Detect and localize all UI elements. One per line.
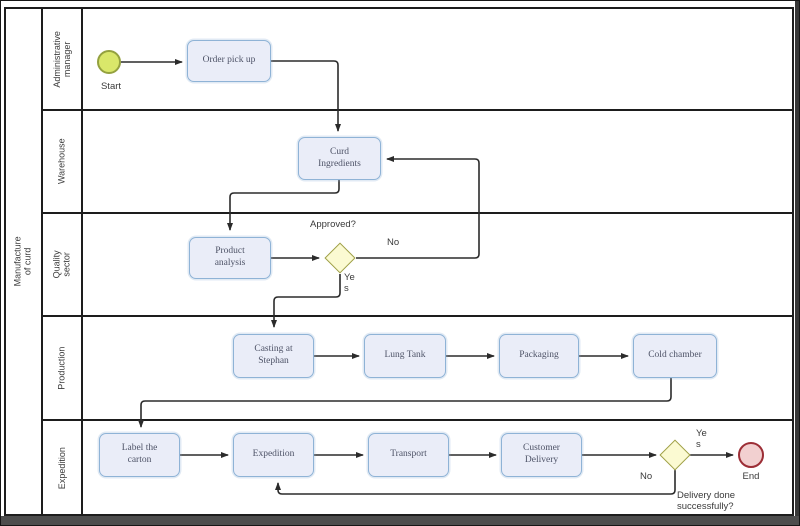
task-expedition[interactable]: Expedition [233,433,314,477]
end-event[interactable] [738,442,764,468]
lane-divider-1 [41,109,794,111]
task-label: Product analysis [214,246,246,268]
task-transport[interactable]: Transport [368,433,449,477]
gateway-delivery-label: Delivery done successfully? [677,490,736,513]
task-lung-tank[interactable]: Lung Tank [364,334,446,378]
task-label: Packaging [519,350,559,361]
task-label: Transport [390,449,427,460]
task-cold-chamber[interactable]: Cold chamber [633,334,717,378]
delivery-no-label: No [640,471,653,482]
gateway-approved-label: Approved? [310,219,356,230]
delivery-yes-label: Yes [696,428,707,451]
lane-label-warehouse: Warehouse [56,138,67,185]
screenshot-bottom-edge [1,516,799,525]
approved-yes-label: Yes [344,272,355,295]
task-label: Customer Delivery [523,443,560,465]
screenshot-right-edge [795,1,799,525]
lane-label-quality-sector: Quality sector [51,250,72,279]
task-customer-delivery[interactable]: Customer Delivery [501,433,582,477]
task-order-pick-up[interactable]: Order pick up [187,40,271,82]
pool-border [4,7,794,516]
pool-title-divider [41,7,43,516]
approved-no-label: No [387,237,400,248]
lane-divider-3 [41,315,794,317]
task-label: Cold chamber [648,350,702,361]
lane-label-expedition: Expedition [56,447,67,490]
task-label-the-carton[interactable]: Label the carton [99,433,180,477]
task-label: Casting at Stephan [254,344,293,366]
pool-title: Manufacture of curd [13,236,34,287]
lane-title-divider [81,7,83,516]
task-label: Expedition [252,449,295,460]
task-label: Order pick up [202,55,256,66]
lane-label-production: Production [56,346,67,390]
lane-divider-2 [41,212,794,214]
task-packaging[interactable]: Packaging [499,334,579,378]
task-label: Curd Ingredients [318,146,361,169]
task-casting-at-stephan[interactable]: Casting at Stephan [233,334,314,378]
task-product-analysis[interactable]: Product analysis [189,237,271,279]
end-event-label: End [742,471,760,482]
lane-label-administrative-manager: Administrative manager [51,30,72,88]
lane-divider-4 [41,419,794,421]
task-label: Lung Tank [384,350,426,361]
start-event-label: Start [100,81,122,92]
task-curd-ingredients[interactable]: Curd Ingredients [298,137,381,180]
task-label: Label the carton [121,443,158,465]
start-event[interactable] [97,50,121,74]
